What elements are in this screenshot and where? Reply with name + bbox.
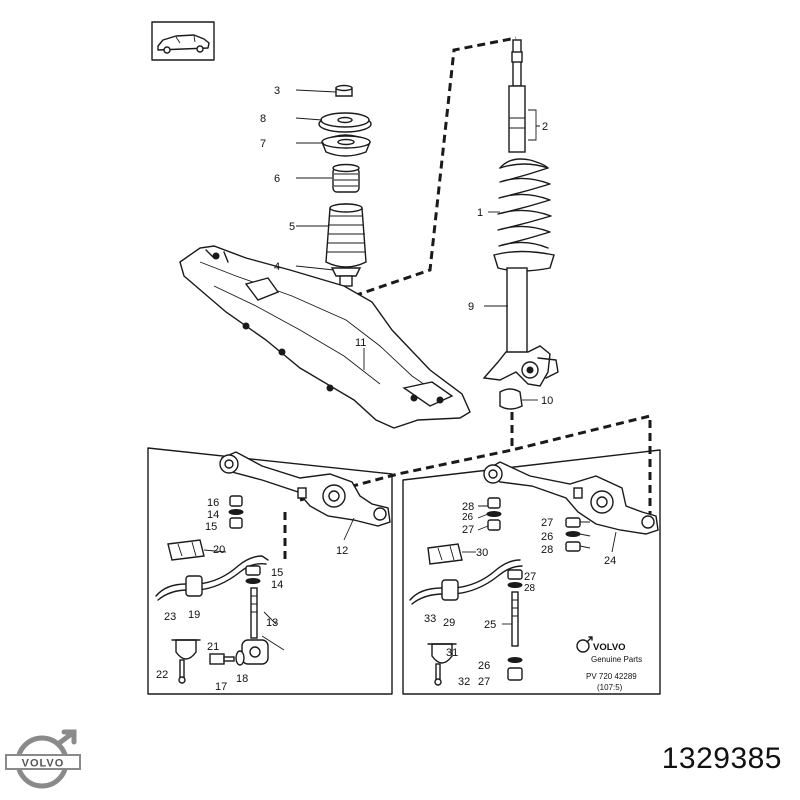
callout-7: 7 — [260, 138, 266, 150]
callout-10: 10 — [541, 395, 553, 407]
left-subassembly-panel — [147, 447, 393, 695]
callout-5: 5 — [289, 221, 295, 233]
strut-assembly — [482, 39, 559, 410]
callout-25: 25 — [484, 619, 496, 631]
genuine-parts-stamp: VOLVO Genuine Parts PV 720 42289 (107:5) — [576, 636, 642, 692]
callout-27a: 27 — [462, 524, 474, 536]
callout-16: 16 — [207, 497, 219, 509]
callout-24: 24 — [604, 555, 616, 567]
callout-15b: 15 — [271, 567, 283, 579]
volvo-logo: VOLVO — [5, 729, 81, 789]
callout-29: 29 — [443, 617, 455, 629]
callout-28c: 28 — [524, 583, 536, 594]
callout-8: 8 — [260, 113, 266, 125]
strut-mount-stack — [318, 84, 372, 287]
stamp-code: PV 720 42289 — [586, 672, 637, 681]
callout-33: 33 — [424, 613, 436, 625]
strut-group-boundary — [341, 36, 517, 302]
right-bushings-and-links — [409, 497, 581, 686]
right-subassembly-panel — [402, 449, 661, 695]
logo-text: VOLVO — [22, 758, 65, 770]
callout-6: 6 — [274, 173, 280, 185]
callout-28a: 28 — [462, 501, 474, 513]
callout-4: 4 — [274, 261, 280, 273]
callout-27b: 27 — [541, 517, 553, 529]
callout-9: 9 — [468, 301, 474, 313]
vehicle-pictogram-icon — [151, 21, 215, 61]
callout-30: 30 — [476, 547, 488, 559]
callout-3: 3 — [274, 85, 280, 97]
callout-27d: 27 — [478, 676, 490, 688]
callout-26c: 26 — [478, 660, 490, 672]
stamp-subtitle: Genuine Parts — [591, 655, 642, 664]
callout-12: 12 — [336, 545, 348, 557]
part-number: 1329385 — [661, 742, 782, 775]
callout-19: 19 — [188, 609, 200, 621]
control-arm-left — [219, 451, 391, 527]
callout-1: 1 — [477, 207, 483, 219]
stamp-revision: (107:5) — [597, 683, 623, 692]
callout-11: 11 — [355, 337, 366, 349]
callout-14: 14 — [207, 509, 219, 521]
control-arm-right — [483, 461, 659, 535]
callout-32: 32 — [458, 676, 470, 688]
callout-28b: 28 — [541, 544, 553, 556]
callout-13: 13 — [266, 617, 278, 629]
callout-20: 20 — [213, 544, 225, 556]
callout-31: 31 — [446, 647, 458, 659]
callout-18: 18 — [236, 673, 248, 685]
callout-22: 22 — [156, 669, 168, 681]
callout-2: 2 — [542, 121, 548, 133]
callout-21: 21 — [207, 641, 219, 653]
callout-17: 17 — [215, 681, 227, 693]
callout-15: 15 — [205, 521, 217, 533]
callout-numbers: 3 8 7 6 5 4 2 1 9 10 11 12 16 14 15 20 1… — [156, 85, 616, 693]
subframe-crossmember — [179, 245, 471, 429]
callout-26b: 26 — [541, 531, 553, 543]
left-bushings-and-links — [155, 495, 269, 684]
callout-14b: 14 — [271, 579, 283, 591]
callout-26a: 26 — [462, 512, 474, 523]
callout-23: 23 — [164, 611, 176, 623]
callout-leaders — [203, 89, 617, 651]
callout-27c: 27 — [524, 571, 536, 583]
stamp-brand: VOLVO — [593, 642, 626, 653]
arm-link-dash-left — [299, 414, 652, 518]
